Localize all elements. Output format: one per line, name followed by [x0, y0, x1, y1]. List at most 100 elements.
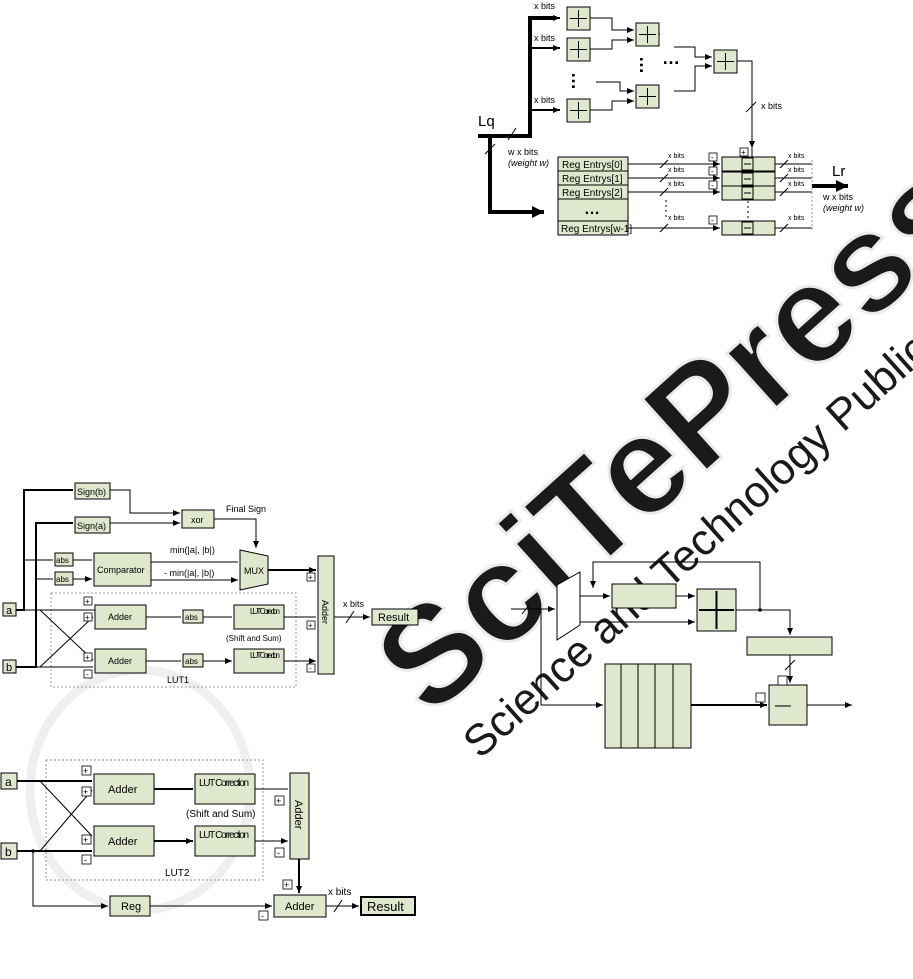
x-bits-label: x bits: [534, 33, 556, 43]
minus-sign: -: [711, 167, 714, 176]
reg-entries: Reg Entrys[0] Reg Entrys[1] Reg Entrys[2…: [557, 156, 632, 236]
lut-correction-box: [233, 604, 285, 630]
right-register: [611, 583, 677, 609]
abs-label: abs: [56, 556, 69, 565]
plus-sign: +: [276, 796, 281, 806]
sign-b-label: Sign(b): [77, 487, 106, 497]
final-adder-label: Adder: [292, 800, 304, 830]
adder-label: Adder: [108, 656, 132, 666]
ellipsis: …: [636, 56, 656, 74]
lut2-label: LUT2: [165, 868, 190, 879]
lut-correction-box: [233, 648, 285, 674]
lut-correction-box: [194, 773, 256, 805]
lut1-label: LUT1: [167, 675, 189, 685]
min-neg-label: - min(|a|, |b|): [164, 568, 214, 578]
abs-label: abs: [185, 613, 198, 622]
lut2-diagram: a b LUT2 Adder Adder LUT Correction (Shi…: [0, 759, 416, 921]
ellipsis: …: [584, 201, 600, 218]
minus-sign: -: [277, 848, 280, 858]
plus-sign: +: [85, 613, 90, 622]
lut1-diagram: a b Sign(b) Sign(a) xor Final Sign abs a…: [2, 482, 419, 688]
sign-a-label: Sign(a): [77, 521, 106, 531]
x-bits-label: x bits: [668, 215, 685, 222]
reg-entry-label: Reg Entrys[2]: [562, 188, 623, 199]
minus-sign: -: [309, 664, 312, 673]
x-bits-label: x bits: [788, 167, 805, 174]
x-bits-label: x bits: [534, 1, 556, 11]
input-b-label: b: [6, 662, 12, 674]
x-bits-label: x bits: [788, 181, 805, 188]
minus-sign: -: [711, 181, 714, 190]
weight-label: (weight w): [823, 203, 864, 213]
plus-sign: +: [83, 766, 88, 776]
x-bits-label: x bits: [668, 153, 685, 160]
adder-label: Adder: [108, 612, 132, 622]
adder-label: Adder: [108, 784, 138, 796]
weight-label: (weight w): [508, 158, 549, 168]
final-adder-box: [317, 555, 335, 675]
x-bits-label: x bits: [534, 95, 556, 105]
top-outputs: x bits x bits x bits x bits Lr w x bits …: [775, 153, 864, 233]
right-subtractor: [768, 684, 808, 726]
minus-sign: -: [84, 855, 87, 865]
input-label: Lq: [478, 113, 495, 130]
reg-label: Reg: [121, 901, 141, 913]
lut-correction-box: [194, 825, 256, 857]
lut-correction-label: LUT Correction: [199, 778, 249, 789]
adder-label: Adder: [285, 901, 315, 913]
reg-to-sub-wires: x bits x bits x bits x bits: [628, 148, 753, 233]
plus-sign: +: [284, 880, 289, 890]
watermark: SciTePress Science and Technology Public…: [25, 126, 913, 915]
adder-label: Adder: [108, 836, 138, 848]
result-label: Result: [378, 612, 409, 624]
plus-sign: +: [308, 621, 313, 630]
x-bits-label: x bits: [788, 215, 805, 222]
input-a-label: a: [6, 605, 13, 617]
result-label: Result: [367, 899, 404, 914]
subtractors: + - - - -: [708, 147, 776, 236]
adder-box: [94, 648, 147, 674]
xor-label: xor: [191, 515, 204, 525]
mux-label: MUX: [244, 566, 264, 576]
lut-correction-label: LUT Correction: [250, 651, 280, 660]
adder-box: [93, 773, 155, 805]
output-label: Lr: [832, 163, 845, 180]
plus-sign: +: [308, 573, 313, 582]
x-bits-label: x bits: [343, 599, 365, 609]
sign-b-box: [74, 482, 111, 500]
shift-and-sum-label: (Shift and Sum): [186, 809, 255, 820]
abs-label: abs: [56, 575, 69, 584]
adder-box: [94, 604, 147, 630]
x-bits-label: x bits: [761, 101, 783, 111]
plus-sign: +: [83, 835, 88, 845]
top-diagram: Lq x bits x bits x bits w x bits (weight…: [478, 1, 864, 236]
final-sign-label: Final Sign: [226, 504, 266, 514]
plus-sign: +: [83, 787, 88, 797]
input-b-label: b: [5, 845, 12, 859]
result-box: [371, 608, 419, 626]
minus-sign: -: [86, 670, 89, 679]
lut-correction-label: LUT Correction: [250, 607, 280, 616]
reg-entry-label: Reg Entrys[1]: [562, 174, 623, 185]
plus-sign: +: [85, 653, 90, 662]
reg-input-bus: [488, 136, 544, 218]
minus-sign: -: [711, 153, 714, 162]
adder-tree: … … … x bits: [566, 6, 783, 148]
x-bits-label: x bits: [328, 887, 351, 898]
comparator-label: Comparator: [97, 565, 145, 575]
ellipsis: …: [568, 72, 588, 90]
min-pos-label: min(|a|, |b|): [170, 545, 215, 555]
lut-correction-label: LUT Correction: [199, 830, 249, 841]
input-a-label: a: [5, 775, 12, 789]
w-x-bits-label: w x bits: [507, 147, 539, 157]
ellipsis: …: [662, 48, 680, 68]
w-x-bits-label: w x bits: [822, 192, 854, 202]
result-box: [360, 896, 416, 916]
lut1-region: [50, 592, 297, 688]
subtract-symbol: —: [775, 697, 791, 714]
reg-entry-label: Reg Entrys[w-1]: [561, 224, 632, 235]
x-bits-label: x bits: [668, 167, 685, 174]
right-output-reg: [746, 636, 833, 656]
plus-sign: +: [85, 597, 90, 606]
